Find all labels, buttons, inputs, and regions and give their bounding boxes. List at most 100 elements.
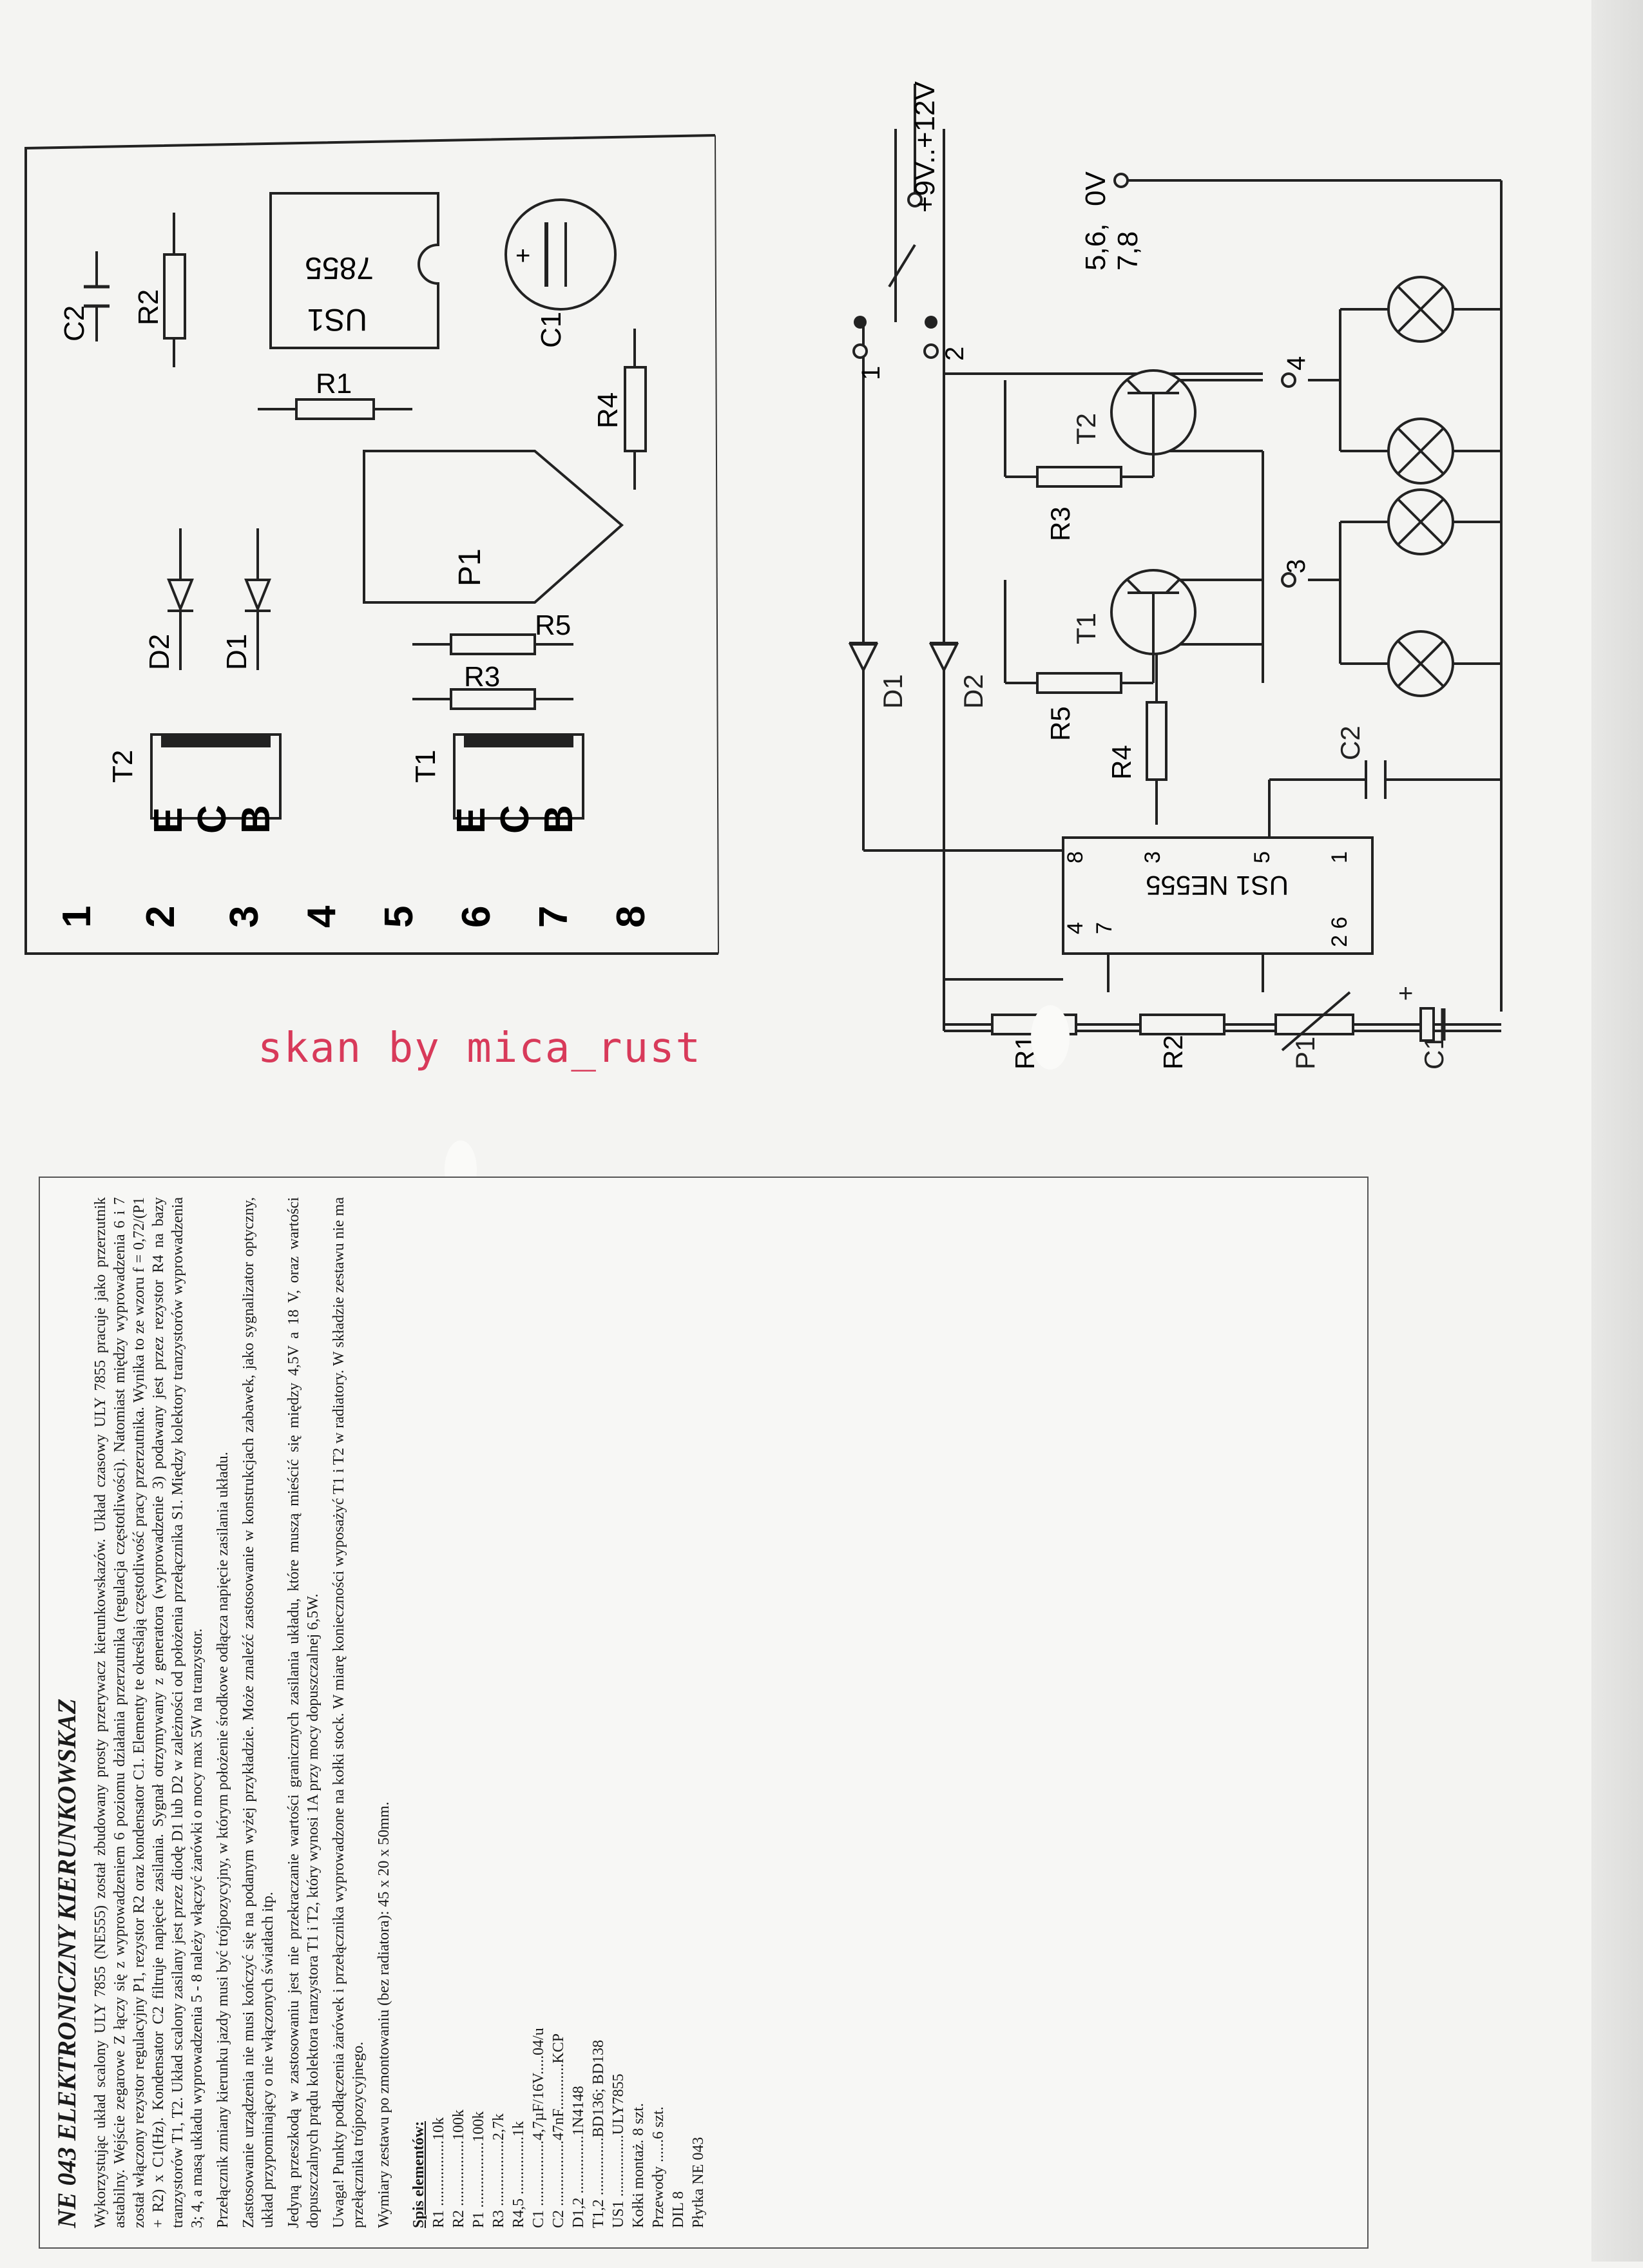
pcb-p1: P1	[363, 450, 624, 604]
pcb-t2-pin-e: E	[146, 807, 191, 834]
pcb-t1-pin-b: B	[537, 805, 581, 834]
transistor-t2: T2	[1071, 369, 1196, 477]
warning-paragraph: Uwaga! Punkty podłączenia żarówek i prze…	[331, 1197, 367, 2228]
scan-watermark: skan by mica_rust	[258, 1024, 702, 1072]
svg-text:3: 3	[1282, 559, 1311, 573]
svg-text:7: 7	[532, 906, 576, 928]
pcb-r5: R5	[412, 610, 573, 655]
bulb-supply-label-b: 7,8	[1112, 231, 1144, 271]
svg-text:P1: P1	[1290, 1037, 1320, 1070]
svg-text:1: 1	[1327, 851, 1352, 863]
svg-text:4: 4	[1063, 922, 1088, 934]
svg-text:+: +	[515, 242, 530, 270]
pcb-c1-label: C1	[535, 312, 567, 348]
part-item: US1 ................ULY7855	[610, 2073, 627, 2228]
parts-header: Spis elementów:	[410, 2121, 427, 2228]
pcb-pin-numbers: 1 2 3 4 5 6 7 8	[55, 905, 653, 928]
pcb-r2-label: R2	[133, 289, 164, 325]
pcb-layout: C2 R2 7855 US1 + C1 R1	[24, 134, 719, 955]
svg-text:8: 8	[1063, 851, 1088, 863]
pcb-c1: + C1	[504, 198, 617, 348]
pcb-p1-label: P1	[453, 548, 487, 586]
pcb-d2-label: D2	[144, 634, 175, 670]
paragraph: Przełącznik zmiany kierunku jazdy musi b…	[215, 1452, 231, 2228]
potentiometer-p1: P1	[1274, 991, 1354, 1070]
pcb-c2: C2	[59, 251, 110, 341]
pcb-t2: T2 E C B	[107, 733, 282, 834]
part-item: Kołki montaż. 8 szt.	[630, 2103, 647, 2228]
ground-terminal: 0V 5,6, 7,8	[1080, 171, 1144, 271]
part-item: T1,2 ...............BD136; BD138	[590, 2039, 607, 2228]
part-item: R4,5 ...............1k	[510, 2120, 527, 2228]
part-item: R3 .................2,7k	[490, 2113, 507, 2228]
pcb-t1-label: T1	[410, 750, 441, 783]
pcb-r2: R2	[133, 213, 186, 367]
pcb-t1: T1 E C B	[410, 733, 584, 834]
punch-hole	[1031, 1005, 1070, 1070]
ic-ne555: US1 NE555 4 7 8 3 2 6 5 1	[1062, 836, 1374, 955]
lamp-4-icon	[1387, 630, 1454, 697]
resistor-r5: R5	[1036, 672, 1122, 741]
pcb-us1-text-a: 7855	[305, 251, 374, 285]
svg-text:7: 7	[1092, 922, 1117, 934]
diode-d1: D1	[848, 642, 908, 709]
pcb-r3-label: R3	[464, 661, 500, 693]
svg-text:R2: R2	[1158, 1035, 1188, 1070]
svg-text:2: 2	[139, 906, 183, 928]
svg-text:2 6: 2 6	[1327, 917, 1352, 947]
pcb-r4: R4	[592, 329, 647, 490]
pcb-t1-pin-c: C	[493, 805, 537, 834]
t1-label: T1	[1071, 613, 1101, 644]
capacitor-c1: + C1	[1398, 979, 1449, 1070]
pcb-t1-pin-e: E	[449, 807, 494, 834]
switch-terminals: 1 2	[852, 316, 969, 380]
resistor-r3: R3	[1036, 466, 1122, 541]
schematic: +9V..+12V 0V 5,6, 7,8 1 2 4 3	[848, 81, 1503, 1070]
svg-text:5: 5	[377, 906, 421, 928]
pcb-c2-label: C2	[59, 305, 90, 341]
pcb-t2-label: T2	[107, 750, 139, 783]
svg-text:2: 2	[941, 347, 969, 361]
svg-text:R5: R5	[1045, 706, 1075, 741]
resistor-r2: R2	[1139, 1014, 1225, 1070]
svg-text:3: 3	[222, 906, 267, 928]
transistor-t1: T1	[1071, 569, 1196, 683]
pcb-r5-label: R5	[535, 610, 571, 641]
paragraph: Jedyną przeszkodą w zastosowaniu jest ni…	[285, 1197, 322, 2228]
pcb-d2: D2	[144, 528, 194, 670]
ground-label: 0V	[1080, 171, 1111, 206]
svg-text:R3: R3	[1045, 506, 1075, 541]
t2-label: T2	[1071, 413, 1101, 445]
ic-label: US1 NE555	[1146, 870, 1289, 901]
supply-label: +9V..+12V	[909, 81, 941, 213]
supply-terminal: +9V..+12V	[907, 81, 941, 213]
part-item: C1 .................4,7µF/16V.....04/u	[530, 2028, 547, 2228]
part-item: Przewody ......6 szt.	[650, 2106, 667, 2228]
svg-text:4: 4	[300, 905, 344, 928]
part-item: C2 .................47nF............KCP	[550, 2033, 567, 2228]
part-item: Płytka NE 043	[690, 2137, 707, 2228]
svg-text:D2: D2	[958, 674, 988, 709]
diode-d2: D2	[928, 642, 988, 709]
part-item: P1 .................100k	[470, 2111, 487, 2228]
pcb-t2-pin-c: C	[190, 805, 235, 834]
svg-text:R4: R4	[1106, 745, 1137, 780]
svg-text:1: 1	[55, 906, 99, 928]
pcb-r4-label: R4	[592, 392, 624, 428]
pcb-us1: 7855 US1	[269, 192, 439, 349]
pcb-r1-label: R1	[316, 368, 352, 399]
svg-text:5: 5	[1250, 851, 1274, 863]
svg-text:C2: C2	[1335, 726, 1365, 760]
instruction-frame: NE 043 ELEKTRONICZNY KIERUNKOWSKAZ Wykor…	[39, 1177, 1369, 2249]
paragraph: Zastosowanie urządzenia nie musi kończyć…	[240, 1197, 276, 2228]
lamp-2-icon	[1387, 418, 1454, 485]
bulb-supply-label-a: 5,6,	[1080, 224, 1111, 271]
parts-list: Spis elementów: R1 .................10k …	[409, 1197, 709, 2228]
pcb-d1-label: D1	[221, 634, 253, 670]
capacitor-c2: C2	[1335, 726, 1387, 799]
paragraph: Wykorzystując układ scalony ULY 7855 (NE…	[92, 1197, 206, 2228]
svg-text:8: 8	[609, 906, 653, 928]
paragraph: Wymiary zestawu po zmontowaniu (bez radi…	[376, 1802, 392, 2228]
svg-text:4: 4	[1282, 356, 1311, 370]
